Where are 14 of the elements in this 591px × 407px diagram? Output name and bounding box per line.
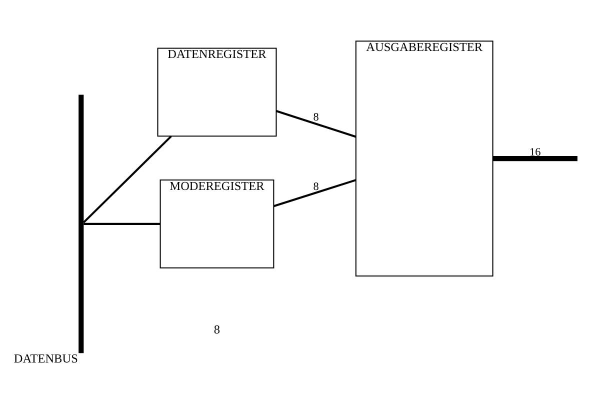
connector [493,156,578,162]
label: 8 [214,322,220,336]
node-bar [78,94,84,354]
node-box: DATENREGISTER [157,48,277,137]
edge-label: 8 [313,181,319,194]
node-box: AUSGABEREGISTER [355,40,494,277]
connector [274,179,356,208]
connector [84,222,160,225]
edge-label: 16 [530,146,541,158]
node-label: DATENBUS [14,351,78,366]
connector [276,110,356,138]
edge-label: 8 [313,112,319,124]
connector [82,136,172,224]
node-box: MODEREGISTER [160,180,274,268]
